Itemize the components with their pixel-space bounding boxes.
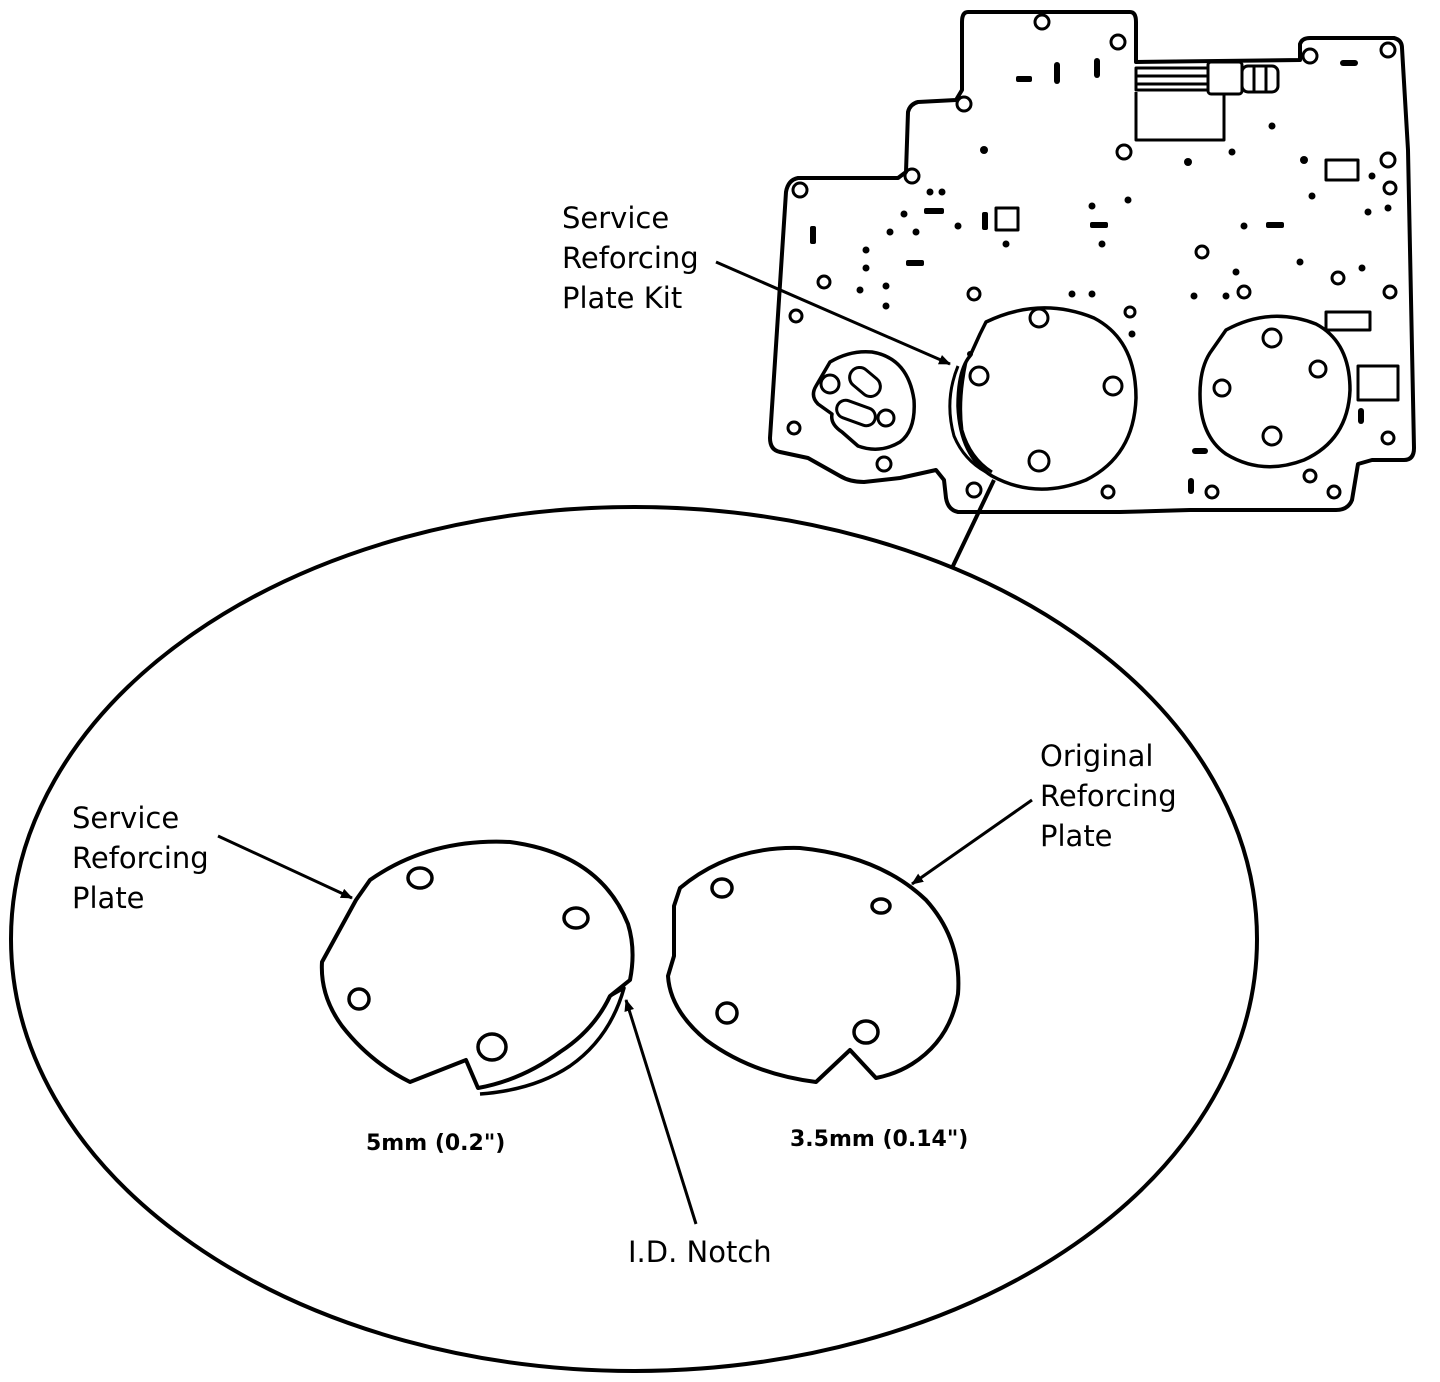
installed-service-plate xyxy=(956,306,1138,491)
original-plate-label-line-2: Reforcing xyxy=(1040,779,1177,813)
valve-body-details xyxy=(810,58,1392,494)
notch-arrow xyxy=(624,999,698,1225)
original-reforcing-plate xyxy=(666,845,961,1084)
original-plate-label: Original Reforcing Plate xyxy=(1040,739,1186,853)
magnify-leader xyxy=(950,479,996,569)
kit-label-line-1: Service xyxy=(562,201,669,235)
original-plate-label-line-1: Original xyxy=(1040,739,1153,773)
service-plate-label-line-3: Plate xyxy=(72,881,145,915)
kit-label-line-3: Plate Kit xyxy=(562,281,682,315)
service-plate-notch-band xyxy=(479,986,626,1096)
service-plate-outline xyxy=(319,839,635,1090)
service-thickness-label: 5mm (0.2") xyxy=(366,1131,505,1156)
original-plate-arrow xyxy=(911,798,1033,886)
service-reforcing-plate xyxy=(319,839,635,1096)
connector-tube xyxy=(1134,60,1280,142)
original-plate-label-line-3: Plate xyxy=(1040,819,1113,853)
service-plate-arrow xyxy=(217,834,353,900)
kit-label-line-2: Reforcing xyxy=(562,241,699,275)
valve-body-plate xyxy=(768,10,1416,514)
magnified-view-ellipse xyxy=(9,505,1259,1373)
kit-label: Service Reforcing Plate Kit xyxy=(562,201,708,315)
left-valve-cutout xyxy=(811,349,916,451)
service-plate-label-line-2: Reforcing xyxy=(72,841,209,875)
right-reforcing-plate xyxy=(1198,314,1352,469)
valve-body-outline xyxy=(768,10,1416,514)
service-plate-label: Service Reforcing Plate xyxy=(72,801,218,915)
kit-arrow xyxy=(715,260,951,366)
original-plate-outline xyxy=(666,845,961,1084)
original-thickness-label: 3.5mm (0.14") xyxy=(790,1127,968,1152)
installed-notch-band xyxy=(948,365,987,474)
notch-label: I.D. Notch xyxy=(628,1235,772,1269)
service-plate-label-line-1: Service xyxy=(72,801,179,835)
